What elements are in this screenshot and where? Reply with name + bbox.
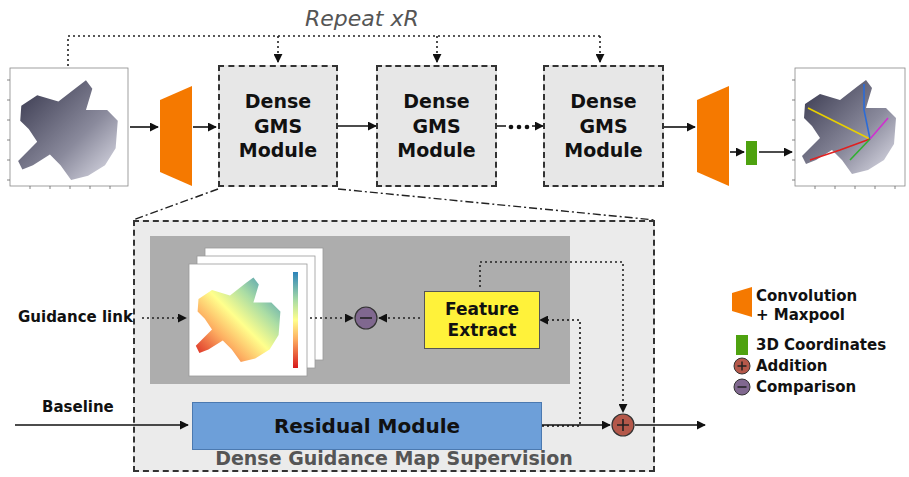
detail-box: Dense Guidance Map Supervision Feature Ex… (133, 220, 655, 472)
plus-sign (617, 419, 629, 431)
input-label: Guidance link (18, 308, 133, 326)
finger-bone (810, 139, 870, 160)
swatch-shape (732, 287, 752, 317)
module-box: Dense GMS Module (376, 65, 497, 187)
arrow (730, 151, 744, 153)
arrow (193, 126, 216, 128)
conv-maxpool-block (160, 86, 192, 186)
input-label: Baseline (42, 398, 114, 416)
module-box: Dense GMS Module (218, 65, 338, 187)
finger-bone (864, 84, 870, 139)
conv-maxpool-block (697, 86, 729, 186)
legend-text: Convolution + Maxpool (756, 287, 868, 325)
hand-depth (802, 80, 896, 174)
module-box: Dense GMS Module (543, 65, 664, 187)
repeat-line (68, 36, 600, 66)
repeat-arrow (277, 36, 279, 62)
zoom-line (338, 189, 655, 220)
guidance-arrow (142, 317, 186, 319)
coordinates-bar (746, 141, 757, 165)
comparison-symbol (355, 307, 377, 329)
connector-arrow (338, 125, 376, 127)
finger-bone (808, 108, 870, 139)
box-label: Dense GMS Module (553, 89, 654, 163)
plot-frame (10, 68, 128, 186)
baseline-arrow (540, 424, 610, 426)
legend-swatch (733, 357, 751, 375)
arrow (130, 126, 158, 128)
finger-bone (870, 118, 888, 139)
legend-text: Comparison (756, 378, 856, 397)
swatch-sign (738, 362, 747, 371)
zoom-line (133, 189, 218, 220)
box-label: Residual Module (274, 414, 460, 438)
finger-bone (850, 139, 870, 160)
color-bar (293, 272, 298, 368)
connector-arrow (540, 320, 580, 426)
minus-sign (360, 317, 372, 319)
ellipsis-dot (517, 125, 522, 130)
ellipsis-dot (509, 125, 514, 130)
repeat-label: Repeat xR (305, 6, 419, 31)
guidance-arrow (310, 317, 353, 319)
swatch-sign (738, 386, 747, 388)
repeat-bracket (68, 36, 600, 66)
zoom-lines (133, 189, 655, 220)
guidance-panel (150, 236, 570, 384)
baseline-arrow (15, 424, 188, 426)
repeat-arrow (436, 36, 438, 62)
input-depth-image (7, 68, 128, 189)
process-box: Residual Module (192, 402, 542, 450)
arrow (664, 126, 695, 128)
plot-frame (795, 68, 905, 186)
legend-text: Addition (756, 357, 828, 376)
baseline-arrow (635, 424, 705, 426)
swatch-shape (736, 335, 748, 355)
legend-text: 3D Coordinates (756, 336, 886, 355)
swatch-shape (734, 358, 750, 374)
addition-symbol (612, 414, 634, 436)
ellipsis-patch (506, 118, 532, 136)
hand-depth (18, 80, 118, 180)
box-label: Dense GMS Module (228, 89, 328, 163)
addition-circle (612, 414, 634, 436)
axis-ticks (792, 80, 895, 189)
arrow (759, 151, 792, 153)
box-label: Dense GMS Module (386, 89, 487, 163)
map-sheet (189, 264, 307, 376)
heat-map (196, 277, 281, 362)
ellipsis-dot (525, 125, 530, 130)
swatch-shape (734, 379, 750, 395)
legend-swatch (733, 378, 751, 396)
panel-heading: Dense Guidance Map Supervision (215, 447, 573, 469)
process-box: Feature Extract (424, 291, 540, 349)
guidance-wires (142, 262, 623, 412)
box-label: Feature Extract (433, 299, 531, 342)
output-pose-image (792, 68, 905, 189)
legend-swatch (731, 286, 753, 318)
detail-ground (133, 220, 655, 472)
comparison-circle (355, 307, 377, 329)
hand-skeleton (802, 80, 896, 174)
guidance-arrow (379, 317, 420, 319)
legend-swatch (736, 335, 748, 355)
guidance-maps (189, 248, 323, 376)
repeat-arrow (599, 36, 601, 62)
